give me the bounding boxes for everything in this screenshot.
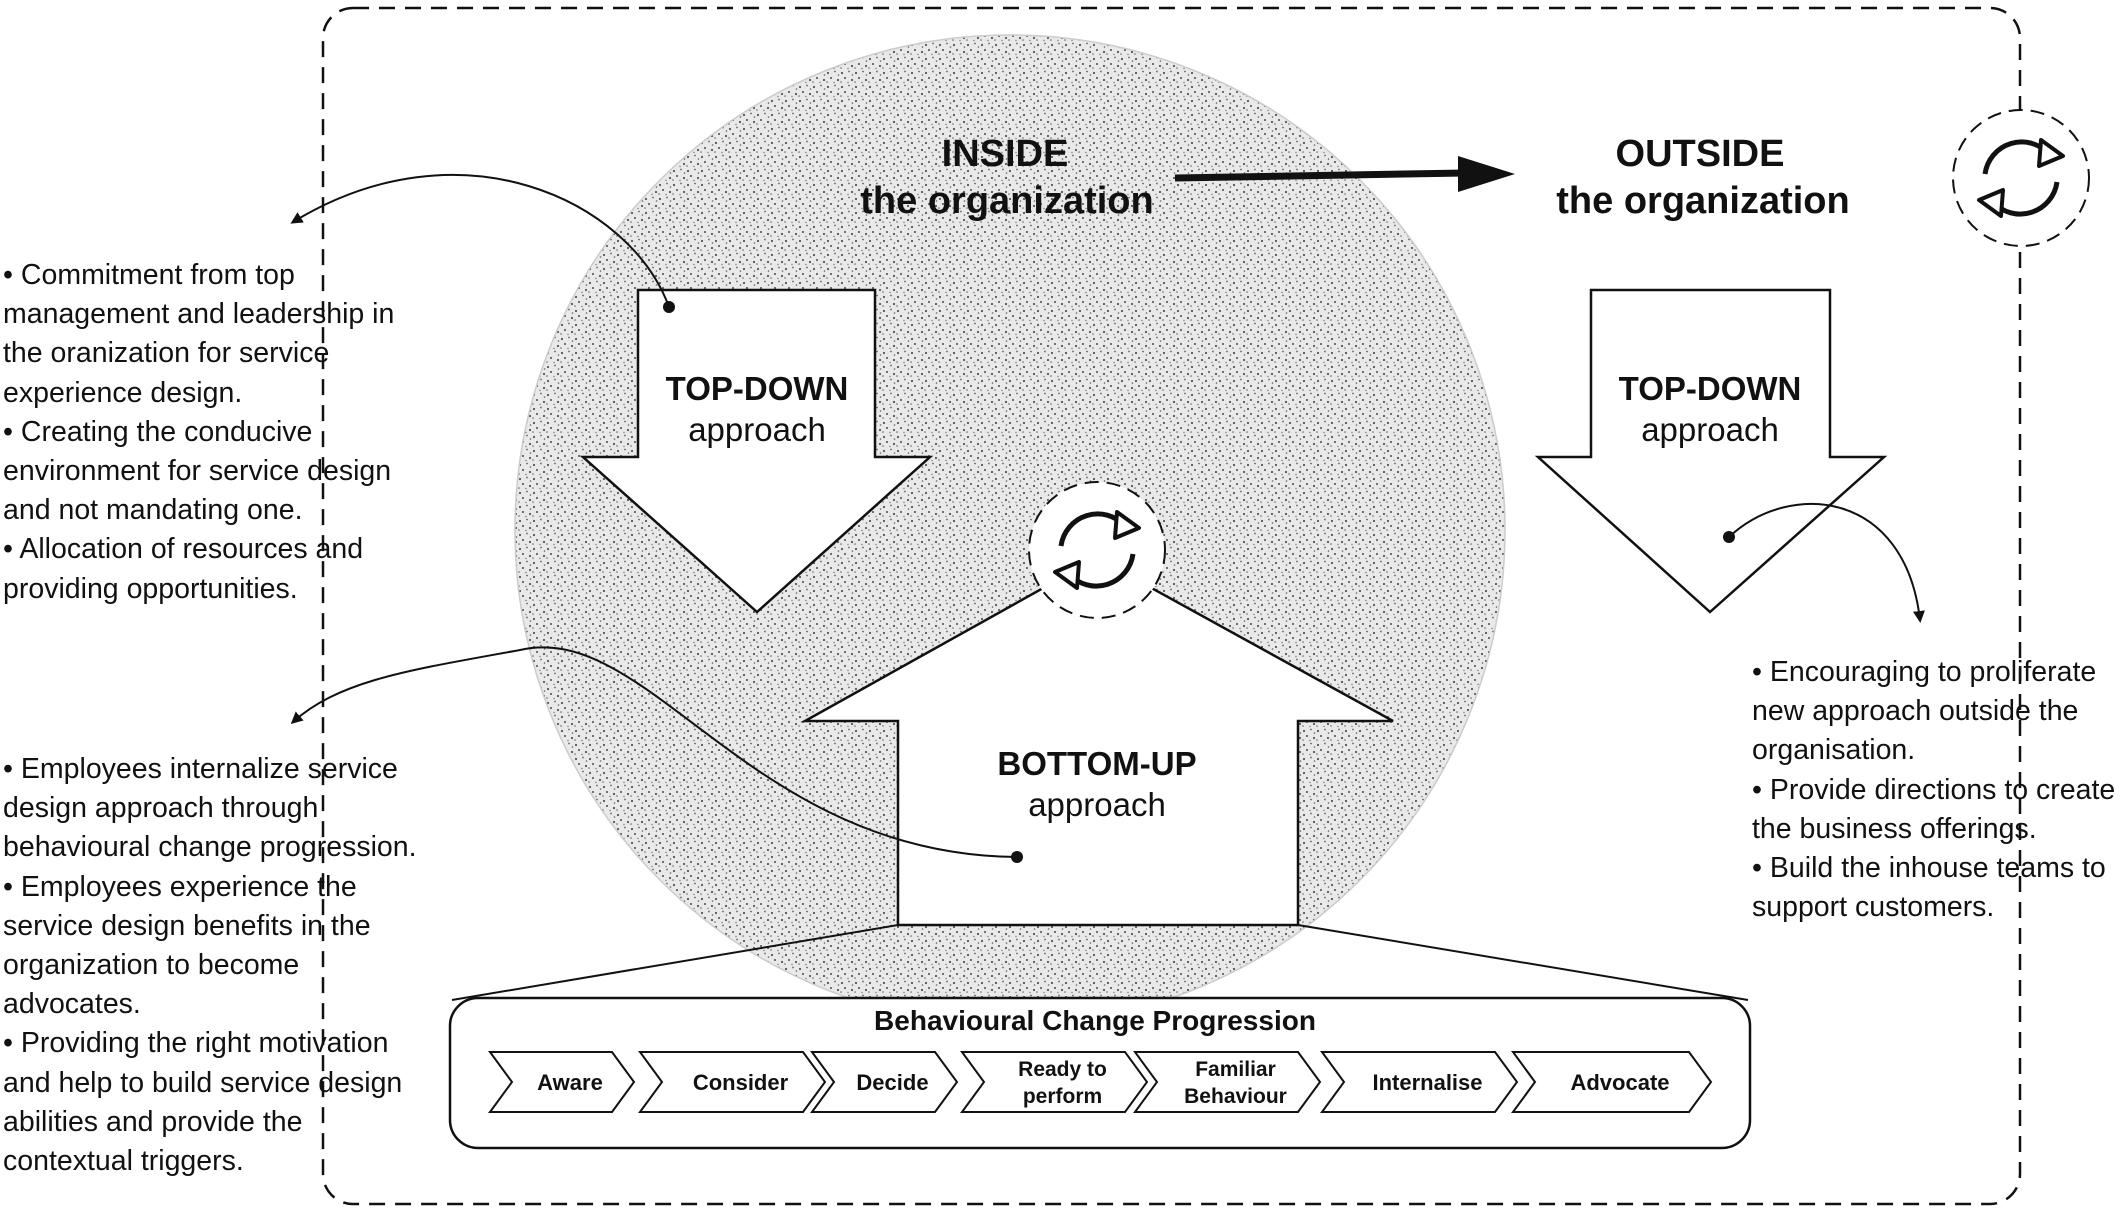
- note-line: the oranization for service: [3, 337, 330, 370]
- note-line: advocates.: [3, 988, 141, 1021]
- progression-connector-left: [451, 924, 899, 1001]
- top-down-outside-subtitle: approach: [1641, 411, 1779, 448]
- note-line: support customers.: [1752, 891, 1995, 924]
- bottom-up-title: BOTTOM-UP: [997, 745, 1196, 782]
- bottom-up-subtitle: approach: [1028, 786, 1166, 823]
- note-line: • Employees internalize service: [3, 753, 398, 785]
- progression-step-label: Behaviour: [1184, 1085, 1287, 1108]
- note-line: • Encouraging to proliferate: [1752, 656, 2097, 688]
- bottom-up-notes: • Employees internalize service design ap…: [3, 750, 417, 1181]
- top-down-inside-callout: [290, 174, 675, 313]
- inside-subtitle: the organization: [860, 180, 1153, 222]
- progression-step-shape: [1133, 1051, 1322, 1113]
- note-line: • Providing the right motivation: [3, 1027, 389, 1060]
- refresh-cycle-icon: [1028, 481, 1166, 619]
- progression-step-shape: [1511, 1051, 1713, 1113]
- organization-boundary: [321, 6, 2022, 1206]
- note-line: management and leadership in: [3, 298, 395, 331]
- progression-step-shape: [638, 1051, 827, 1113]
- progression-step-shape: [960, 1051, 1149, 1113]
- progression-step-label: Familiar: [1195, 1058, 1276, 1081]
- note-line: organisation.: [1752, 734, 1916, 767]
- progression-step-shape: [488, 1051, 636, 1113]
- progression-step-label: Advocate: [1570, 1070, 1669, 1095]
- progression-step-label: Decide: [856, 1070, 928, 1095]
- progression-step-label: Internalise: [1372, 1070, 1482, 1095]
- note-line: • Creating the conducive: [3, 415, 313, 448]
- refresh-cycle-icon-outside: [1952, 109, 2090, 247]
- outside-title: OUTSIDE: [1616, 133, 1785, 175]
- top-down-inside-subtitle: approach: [688, 411, 826, 448]
- inside-to-outside-arrow: [1174, 156, 1515, 192]
- progression-title: Behavioural Change Progression: [874, 1005, 1316, 1036]
- note-line: environment for service design: [3, 455, 392, 488]
- note-line: experience design.: [3, 376, 243, 409]
- top-down-outside-title: TOP-DOWN: [1619, 370, 1802, 407]
- progression-step-shape: [810, 1051, 959, 1113]
- top-down-inside-arrow: [579, 288, 934, 614]
- top-down-outside-callout: [1723, 502, 1925, 623]
- note-line: • Commitment from top: [3, 259, 295, 291]
- top-down-outside-arrow: [1534, 288, 1888, 614]
- outside-notes: • Encouraging to proliferate new approach…: [1752, 653, 2115, 927]
- note-line: abilities and provide the: [3, 1105, 303, 1138]
- note-line: • Allocation of resources and: [3, 533, 364, 566]
- note-line: new approach outside the: [1752, 695, 2079, 728]
- progression-step-shape: [1320, 1051, 1519, 1113]
- note-line: • Employees experience the: [3, 870, 357, 903]
- top-down-inside-notes: • Commitment from top management and lead…: [3, 256, 394, 609]
- note-line: • Provide directions to create: [1752, 773, 2116, 806]
- progression-step-label: Ready to: [1018, 1058, 1107, 1081]
- bottom-up-arrow: [800, 556, 1394, 927]
- note-line: • Build the inhouse teams to: [1752, 852, 2106, 885]
- note-line: the business offerings.: [1752, 812, 2037, 845]
- outside-subtitle: the organization: [1556, 180, 1849, 222]
- note-line: organization to become: [3, 949, 300, 982]
- note-line: service design benefits in the: [3, 909, 371, 942]
- progression-step-label: Consider: [693, 1070, 789, 1095]
- note-line: and not mandating one.: [3, 494, 303, 527]
- bottom-up-callout: [290, 646, 1023, 863]
- inside-title: INSIDE: [942, 133, 1069, 175]
- note-line: and help to build service design: [3, 1066, 403, 1099]
- progression-connector-right: [1297, 924, 1749, 1001]
- progression-step-label: perform: [1023, 1085, 1102, 1108]
- note-line: design approach through: [3, 792, 319, 825]
- top-down-inside-title: TOP-DOWN: [666, 370, 849, 407]
- note-line: contextual triggers.: [3, 1145, 244, 1178]
- note-line: providing opportunities.: [3, 572, 298, 605]
- note-line: behavioural change progression.: [3, 831, 417, 864]
- progression-steps: Aware Consider Decide Ready to perform Famili…: [488, 1051, 1713, 1113]
- progression-step-label: Aware: [537, 1070, 603, 1095]
